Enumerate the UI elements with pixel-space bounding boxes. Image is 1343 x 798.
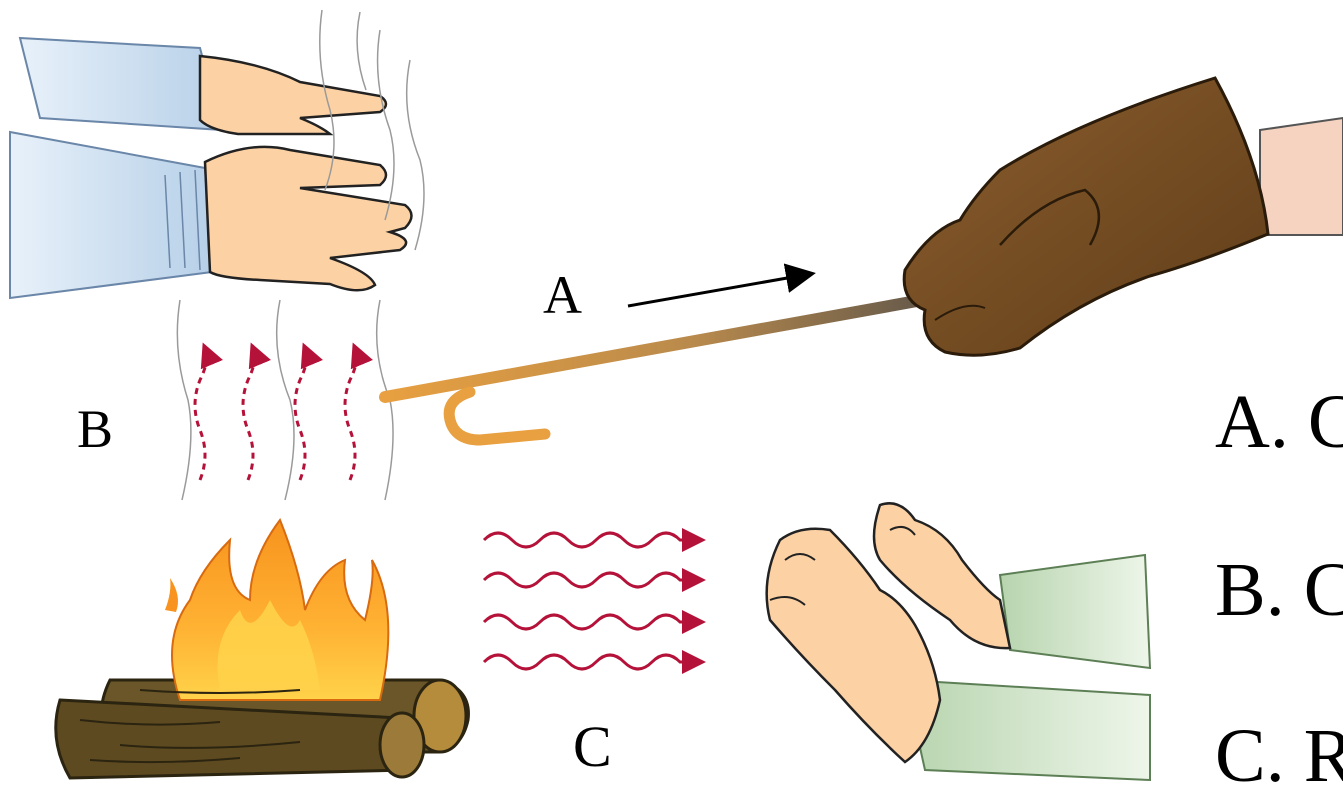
radiation-hands (767, 503, 1150, 780)
label-a: A (543, 268, 582, 322)
option-a: A. C (1215, 384, 1343, 460)
arrow-a (628, 274, 810, 306)
gloved-hand (904, 78, 1343, 355)
option-b: B. C (1215, 552, 1343, 628)
convection-arrows (195, 348, 357, 480)
label-c: C (573, 718, 612, 776)
option-c: C. R (1215, 718, 1343, 794)
label-b: B (77, 402, 113, 456)
convection-hands (10, 10, 424, 500)
radiation-waves (484, 533, 700, 669)
campfire (56, 520, 469, 778)
